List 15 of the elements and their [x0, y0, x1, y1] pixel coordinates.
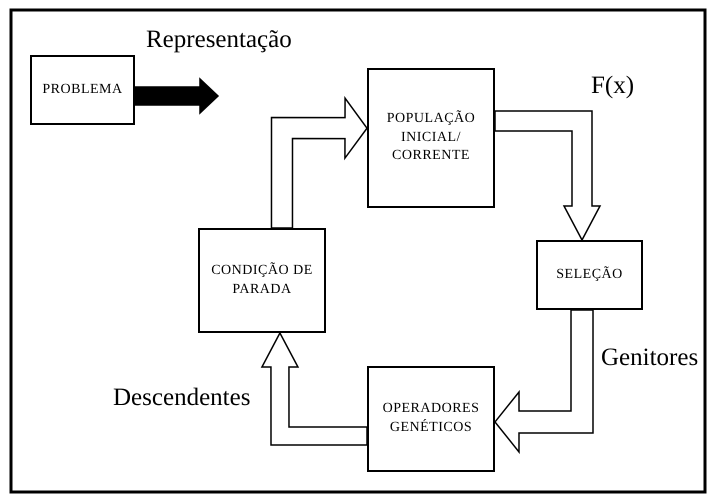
hollow-arrow [260, 331, 368, 446]
hollow-arrow [494, 309, 594, 454]
box-label: SELEÇÃO [555, 266, 624, 284]
process-box [367, 68, 495, 208]
hollow-arrow [494, 110, 602, 242]
box-label: POPULAÇÃO INICIAL/ CORRENTE [386, 110, 476, 166]
process-box [198, 228, 326, 333]
box-label: CONDIÇÃO DE PARADA [210, 262, 314, 298]
process-box [30, 55, 135, 125]
hollow-arrow [270, 96, 368, 229]
box-label: PROBLEMA [41, 80, 124, 99]
box-label: OPERADORES GENÉTICOS [382, 400, 480, 437]
process-box [367, 366, 495, 472]
block-arrow [134, 77, 220, 115]
process-box [536, 240, 643, 310]
